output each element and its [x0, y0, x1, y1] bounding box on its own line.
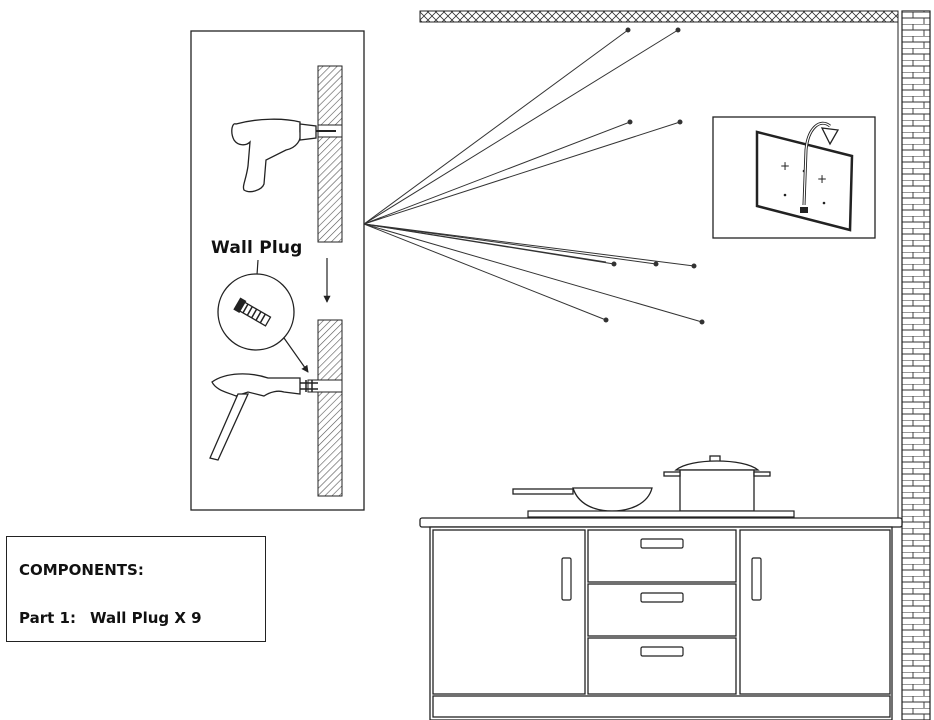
components-box: COMPONENTS: Part 1: Wall Plug X 9: [6, 536, 266, 642]
wall-plug-icon: [233, 297, 272, 327]
cooking-pot-icon: [663, 455, 771, 512]
cabinet-handles: [561, 538, 762, 657]
hammer-icon: [209, 373, 301, 461]
cooktop: [527, 510, 795, 518]
kitchen-counter: [419, 517, 903, 720]
wall-plug-label: Wall Plug: [211, 238, 303, 258]
ceiling: [419, 10, 899, 23]
rotate-arrow-icon: [802, 121, 840, 206]
wall-section-bottom: [317, 319, 343, 497]
frying-pan-icon: [512, 487, 653, 512]
template-inset: + +: [712, 116, 876, 239]
svg-text:+: +: [817, 172, 827, 186]
drill-icon: [231, 118, 336, 193]
part-label: Part 1:: [19, 609, 76, 627]
brick-wall: [897, 10, 931, 720]
components-title: COMPONENTS:: [19, 561, 144, 579]
part-value: Wall Plug X 9: [89, 609, 202, 627]
detail-panel: [190, 30, 365, 511]
component-part-1: Part 1: Wall Plug X 9: [19, 609, 202, 627]
wall-plug-magnifier: [217, 273, 309, 373]
wall-section-top: [317, 65, 343, 243]
svg-text:+: +: [780, 159, 790, 173]
screw-position-lines: [363, 27, 705, 325]
